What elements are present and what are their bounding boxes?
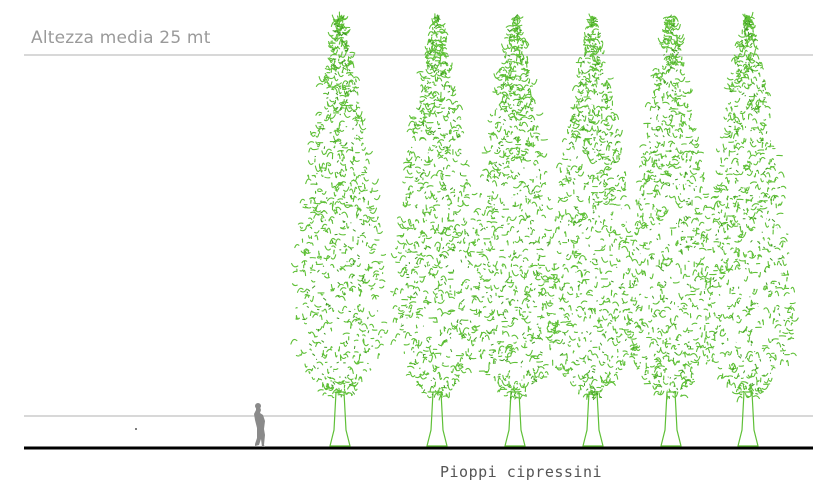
average-height-label: Altezza media 25 mt [31,28,211,48]
poplar-tree-icon [621,14,723,447]
poplar-tree-icon [703,11,799,447]
poplar-tree-icon [545,13,640,447]
tree-row [290,11,799,447]
diagram-caption: Pioppi cipressini [440,463,603,481]
poplar-tree-icon [290,11,389,447]
poplar-tree-icon [390,13,484,447]
person-silhouette-icon [254,403,265,447]
poplar-tree-icon [468,14,565,447]
ground-speck [135,428,137,430]
